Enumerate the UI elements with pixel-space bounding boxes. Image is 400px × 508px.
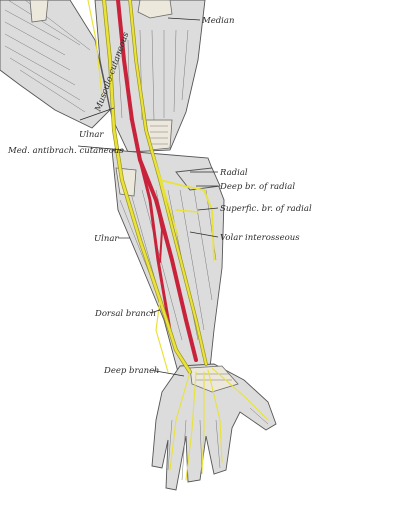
label-volar-interosseous: Volar interosseous — [220, 233, 300, 243]
label-superfic-br-radial: Superfic. br. of radial — [220, 204, 312, 214]
hand — [151, 363, 277, 491]
label-median: Median — [201, 16, 234, 26]
label-deep-branch: Deep branch — [103, 366, 159, 376]
label-ulnar-upper: Ulnar — [79, 130, 104, 140]
pectoral-muscle-region — [0, 0, 111, 129]
brachial-radial-artery — [116, 0, 198, 362]
leader-lines — [77, 17, 219, 377]
label-radial: Radial — [219, 168, 248, 178]
label-deep-br-radial: Deep br. of radial — [219, 182, 295, 192]
label-dorsal-branch: Dorsal branch — [94, 309, 156, 319]
label-ulnar-lower: Ulnar — [94, 234, 119, 244]
label-med-antibrach-cutaneous: Med. antibrach. cutaneous — [7, 146, 124, 156]
nerves — [87, 0, 269, 481]
forearm-muscles — [111, 149, 225, 373]
